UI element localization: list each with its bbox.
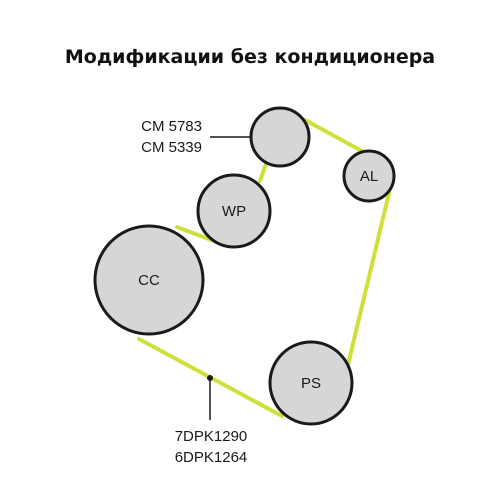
pulleys: AL WP CC PS xyxy=(93,106,396,426)
belt-segment-idler-al xyxy=(303,118,364,153)
ps-pulley: PS xyxy=(268,340,354,426)
al-pulley: AL xyxy=(342,149,396,203)
idler-part-number-2: CM 5339 xyxy=(141,139,202,156)
idler-part-number-1: CM 5783 xyxy=(141,118,202,135)
cc-pulley: CC xyxy=(93,224,205,336)
belt-segment-al-ps xyxy=(345,191,391,371)
idler-pulley xyxy=(249,106,311,168)
belt-part-number-1: 7DPK1290 xyxy=(175,428,248,445)
ps-pulley-label: PS xyxy=(301,375,321,392)
wp-pulley-label: WP xyxy=(222,203,246,220)
belt-part-number-2: 6DPK1264 xyxy=(175,449,248,466)
cc-pulley-label: CC xyxy=(138,272,160,289)
al-pulley-label: AL xyxy=(360,168,378,185)
wp-pulley: WP xyxy=(196,173,272,249)
belt-leader-dot xyxy=(207,375,213,381)
belt-part-numbers: 7DPK1290 6DPK1264 xyxy=(175,428,248,466)
page-title: Модификации без кондиционера xyxy=(64,46,436,68)
idler-part-numbers: CM 5783 CM 5339 xyxy=(141,118,202,156)
